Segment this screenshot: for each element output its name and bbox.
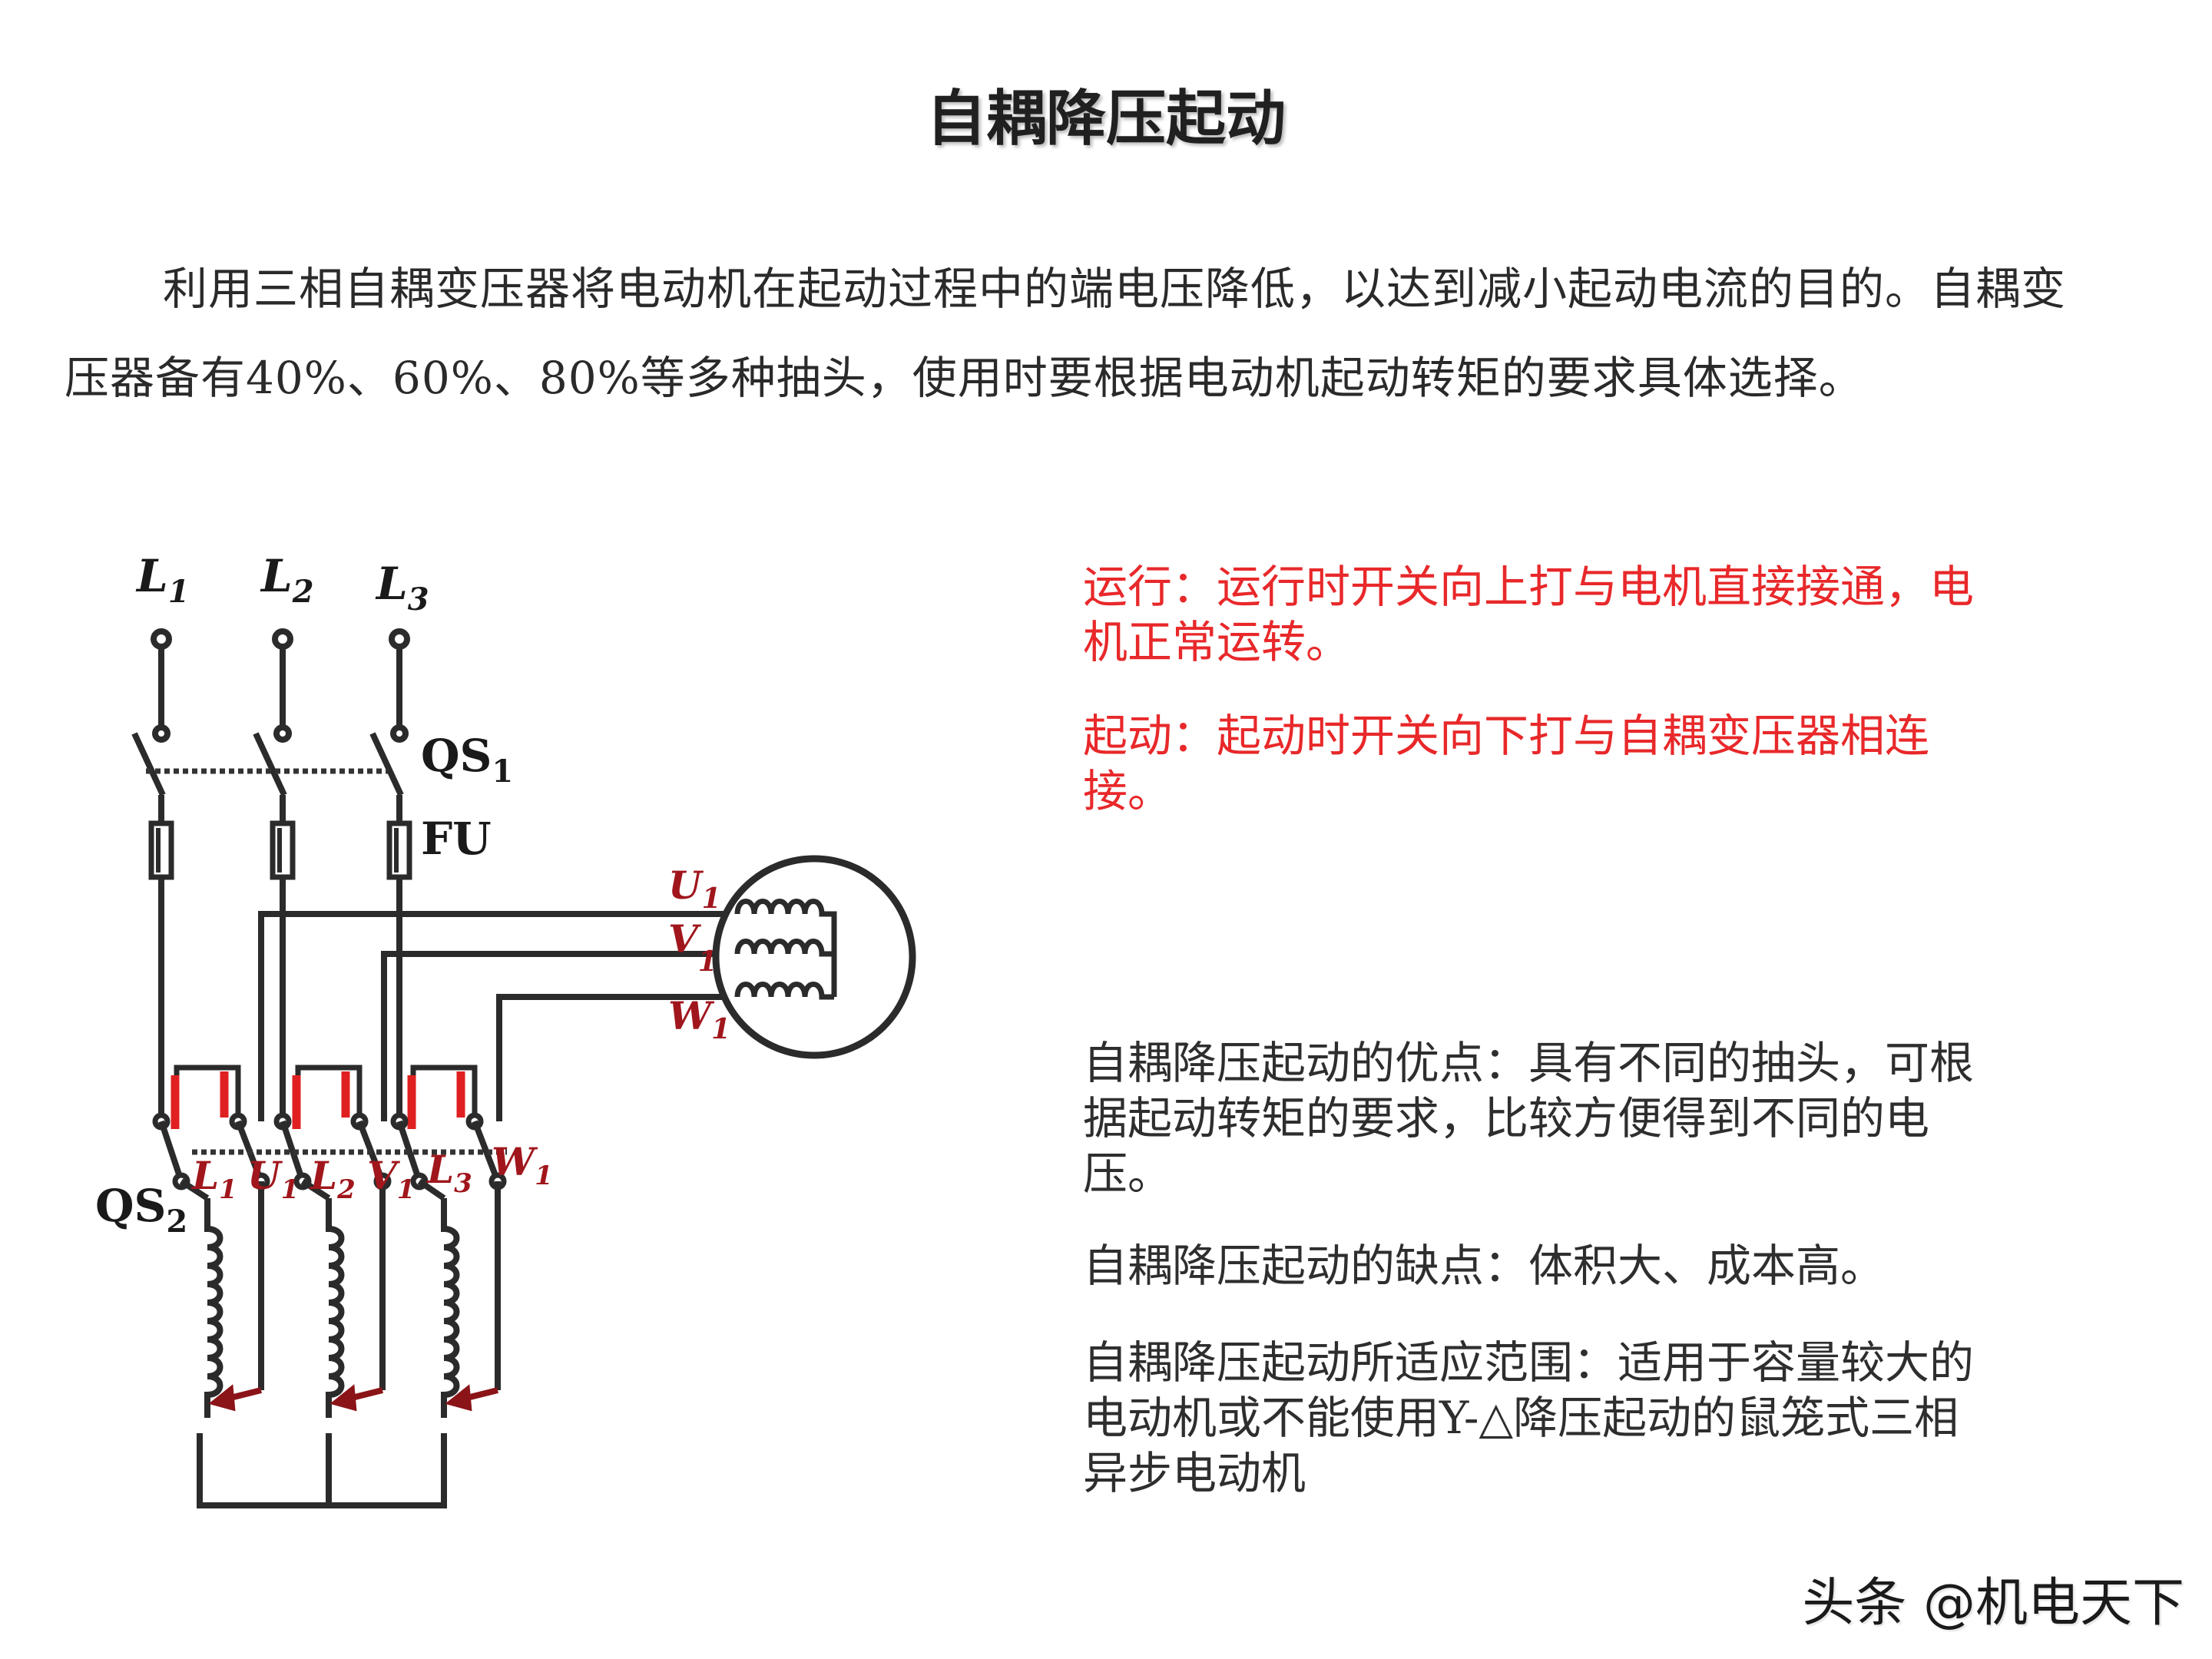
motor-terminal-w1: W1: [668, 993, 730, 1045]
note-scope: 自耦降压起动所适应范围：适用于容量较大的电动机或不能使用Y-△降压起动的鼠笼式三…: [1083, 1336, 1975, 1499]
autotransformer-coils: [179, 1178, 501, 1508]
autotransformer-circuit-diagram: L1 L2 L3 QS1 FU QS2 U1 V1 W1 L1 U1 L2 V1…: [95, 550, 916, 1508]
fuses: [148, 820, 412, 880]
phase-label-1: L1: [135, 550, 190, 610]
qs2-red-contacts: [171, 1071, 465, 1129]
qs2-contact-labels: L1 U1 L2 V1 L3 W1: [190, 1139, 553, 1205]
motor-terminal-v1: V1: [668, 916, 717, 978]
watermark: 头条 @机电天下: [1802, 1573, 2184, 1634]
note-start: 起动：起动时开关向下打与自耦变压器相连接。: [1083, 710, 1930, 817]
motor-windings: [734, 899, 837, 1000]
fu-label: FU: [421, 813, 492, 865]
intro-paragraph: 利用三相自耦变压器将电动机在起动过程中的端电压降低，以达到减小起动电流的目的。自…: [65, 263, 2067, 404]
phase-label-2: L2: [260, 550, 314, 610]
motor-terminal-u1: U1: [668, 863, 721, 915]
line-terminals: [151, 628, 410, 650]
contact-label-v1: V1: [367, 1153, 415, 1205]
note-run: 运行：运行时开关向上打与电机直接接通，电机正常运转。: [1083, 561, 1975, 668]
qs2-label: QS2: [95, 1180, 187, 1240]
phase-label-3: L3: [375, 558, 429, 618]
motor: [712, 855, 916, 1059]
qs1-label: QS1: [421, 730, 513, 790]
motor-terminal-labels: U1 V1 W1: [668, 863, 730, 1045]
motor-feeder-wires: [258, 911, 737, 1121]
line-wires: [158, 647, 402, 731]
qs1-switch-blades: [131, 732, 404, 796]
contact-label-w1: W1: [492, 1139, 553, 1191]
contact-label-l3: L3: [426, 1147, 472, 1199]
note-disadvantage: 自耦降压起动的缺点：体积大、成本高。: [1083, 1240, 1886, 1292]
note-advantage: 自耦降压起动的优点：具有不同的抽头，可根据起动转矩的要求，比较方便得到不同的电压…: [1083, 1037, 1975, 1200]
page-title: 自耦降压起动: [926, 84, 1286, 154]
phase-labels: L1 L2 L3: [135, 550, 429, 618]
tap-arrows: [208, 1384, 498, 1412]
contact-label-l1: L1: [190, 1153, 237, 1205]
contact-label-l2: L2: [309, 1153, 356, 1205]
contact-label-u1: U1: [247, 1153, 299, 1205]
